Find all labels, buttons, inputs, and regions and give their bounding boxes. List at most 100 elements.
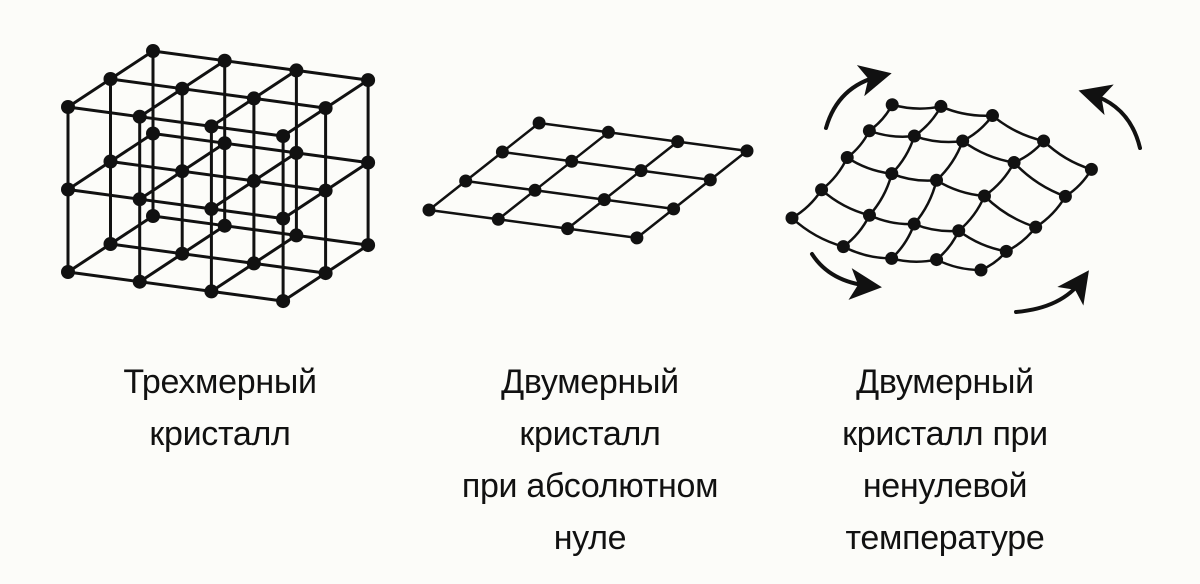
bond <box>571 160 642 172</box>
bond <box>138 169 184 201</box>
atom-node <box>289 228 304 243</box>
bond <box>891 172 937 182</box>
atom-node <box>885 98 899 112</box>
bond <box>534 189 605 201</box>
atom-node <box>885 251 899 265</box>
bond <box>224 59 297 72</box>
atom-node <box>930 253 944 267</box>
bond <box>282 189 327 220</box>
atom-node <box>276 211 291 226</box>
atom-node <box>930 173 944 187</box>
bond <box>139 197 212 211</box>
bond <box>152 49 225 63</box>
atom-node <box>528 183 542 197</box>
atom-node <box>318 266 333 281</box>
bond <box>224 224 297 237</box>
atom-node <box>103 154 118 169</box>
atom-node <box>703 173 717 187</box>
atom-node <box>907 217 921 231</box>
bond <box>109 132 154 163</box>
atom-node <box>601 125 615 139</box>
bond <box>603 169 642 201</box>
atom-node <box>999 244 1013 258</box>
atom-node <box>974 263 988 277</box>
bond <box>253 234 298 265</box>
atom-node <box>289 145 304 160</box>
atom-node <box>885 167 899 181</box>
bond <box>324 78 369 110</box>
bond <box>109 49 154 81</box>
atom-node <box>422 203 436 217</box>
atom-node <box>836 240 850 254</box>
bond <box>428 180 467 211</box>
bond <box>820 188 870 217</box>
caption-2d-crystal-zero: Двумерный кристалл при абсолютном нуле <box>440 356 740 564</box>
atom-node <box>597 193 611 207</box>
atom-node <box>565 154 579 168</box>
bond <box>109 214 154 246</box>
bond <box>891 257 937 263</box>
caption-line: Двумерный <box>856 363 1034 401</box>
atom-node <box>934 99 948 113</box>
atom-node <box>1084 162 1098 176</box>
caption-line: кристалл <box>149 415 291 453</box>
bond <box>324 243 369 275</box>
atom-node <box>61 100 75 114</box>
atom-node <box>103 237 118 251</box>
atom-node <box>103 72 118 86</box>
atom-node <box>132 109 147 124</box>
atom-node <box>246 173 261 188</box>
bond <box>181 224 226 255</box>
caption-line: нуле <box>553 519 627 557</box>
bond <box>67 242 112 274</box>
atom-node <box>952 224 966 238</box>
atom-node <box>985 109 999 123</box>
bond <box>152 214 225 228</box>
fluctuation-arrows <box>810 65 1142 314</box>
bond <box>211 207 284 221</box>
bond <box>110 160 183 173</box>
atom-node <box>204 201 219 216</box>
bond <box>253 151 298 183</box>
bond <box>640 140 679 172</box>
atom-node <box>361 73 376 88</box>
caption-line: кристалл <box>519 415 661 453</box>
bond <box>1042 140 1092 171</box>
bond <box>636 207 675 239</box>
bond <box>957 229 1007 253</box>
bond <box>296 233 369 247</box>
atom-node <box>276 294 291 309</box>
atom-node <box>289 63 304 78</box>
atom-node <box>1029 220 1043 234</box>
bond <box>211 289 284 303</box>
bond <box>253 179 326 193</box>
atom-node <box>630 231 644 245</box>
bond <box>846 156 892 175</box>
bond <box>181 87 255 100</box>
bond <box>138 252 184 283</box>
bond <box>604 198 674 211</box>
atom-node <box>318 101 333 116</box>
atom-node <box>815 183 829 197</box>
bond <box>324 161 369 192</box>
atom-node <box>132 274 147 289</box>
bond <box>67 270 140 284</box>
atom-node <box>146 209 160 223</box>
bond <box>913 134 963 144</box>
bond <box>296 68 369 82</box>
atom-node <box>634 164 648 178</box>
atom-node <box>667 202 681 216</box>
bond <box>640 169 711 182</box>
atom-node <box>840 151 854 165</box>
arrow-top-right-icon <box>1078 84 1142 150</box>
atom-node <box>907 129 921 143</box>
caption-2d-crystal-nonzero: Двумерный кристалл при ненулевой темпера… <box>800 356 1090 564</box>
atom-node <box>61 265 75 279</box>
bond <box>502 150 572 163</box>
bond <box>282 106 327 138</box>
bond <box>67 160 112 191</box>
bond <box>566 198 606 230</box>
bond <box>890 135 916 175</box>
atom-node <box>217 218 232 233</box>
